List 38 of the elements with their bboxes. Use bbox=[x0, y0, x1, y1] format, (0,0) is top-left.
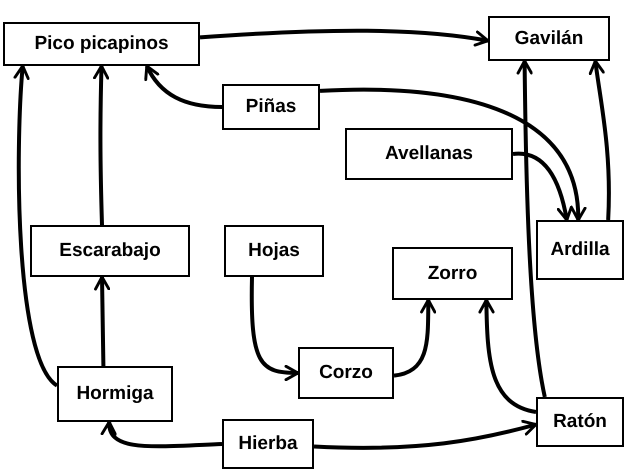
arrow bbox=[314, 420, 538, 450]
node-box bbox=[224, 225, 324, 277]
node-box bbox=[298, 347, 394, 399]
node-label: Corzo bbox=[319, 362, 373, 384]
node-label: Avellanas bbox=[384, 143, 473, 165]
arrow bbox=[102, 420, 222, 448]
node-box bbox=[222, 419, 314, 469]
node-box bbox=[345, 128, 513, 180]
node-box bbox=[392, 247, 513, 300]
arrow bbox=[320, 88, 586, 222]
arrow bbox=[250, 276, 300, 381]
arrow bbox=[478, 298, 536, 414]
arrow bbox=[94, 276, 110, 366]
node-box bbox=[488, 16, 610, 61]
node-box bbox=[30, 225, 190, 277]
node-label: Hojas bbox=[248, 240, 300, 262]
node-label: Zorro bbox=[428, 262, 478, 284]
node-box bbox=[222, 84, 320, 130]
arrow bbox=[93, 64, 110, 226]
node-box bbox=[3, 22, 200, 66]
node-label: Hierba bbox=[238, 433, 298, 455]
node-box bbox=[536, 397, 624, 447]
arrow bbox=[394, 298, 436, 378]
arrow bbox=[512, 152, 573, 222]
node-label: Gavilán bbox=[514, 28, 584, 50]
arrow bbox=[588, 60, 611, 220]
arrow bbox=[14, 64, 58, 387]
arrow bbox=[516, 60, 547, 398]
node-label: Ratón bbox=[553, 411, 607, 433]
node-box bbox=[57, 366, 173, 422]
node-label: Pico picapinos bbox=[34, 33, 169, 55]
node-label: Hormiga bbox=[76, 383, 154, 405]
node-box bbox=[536, 220, 624, 280]
node-label: Escarabajo bbox=[59, 240, 161, 262]
node-label: Piñas bbox=[246, 96, 296, 118]
node-label: Ardilla bbox=[550, 239, 610, 261]
arrow bbox=[144, 64, 222, 109]
arrow bbox=[200, 28, 490, 47]
